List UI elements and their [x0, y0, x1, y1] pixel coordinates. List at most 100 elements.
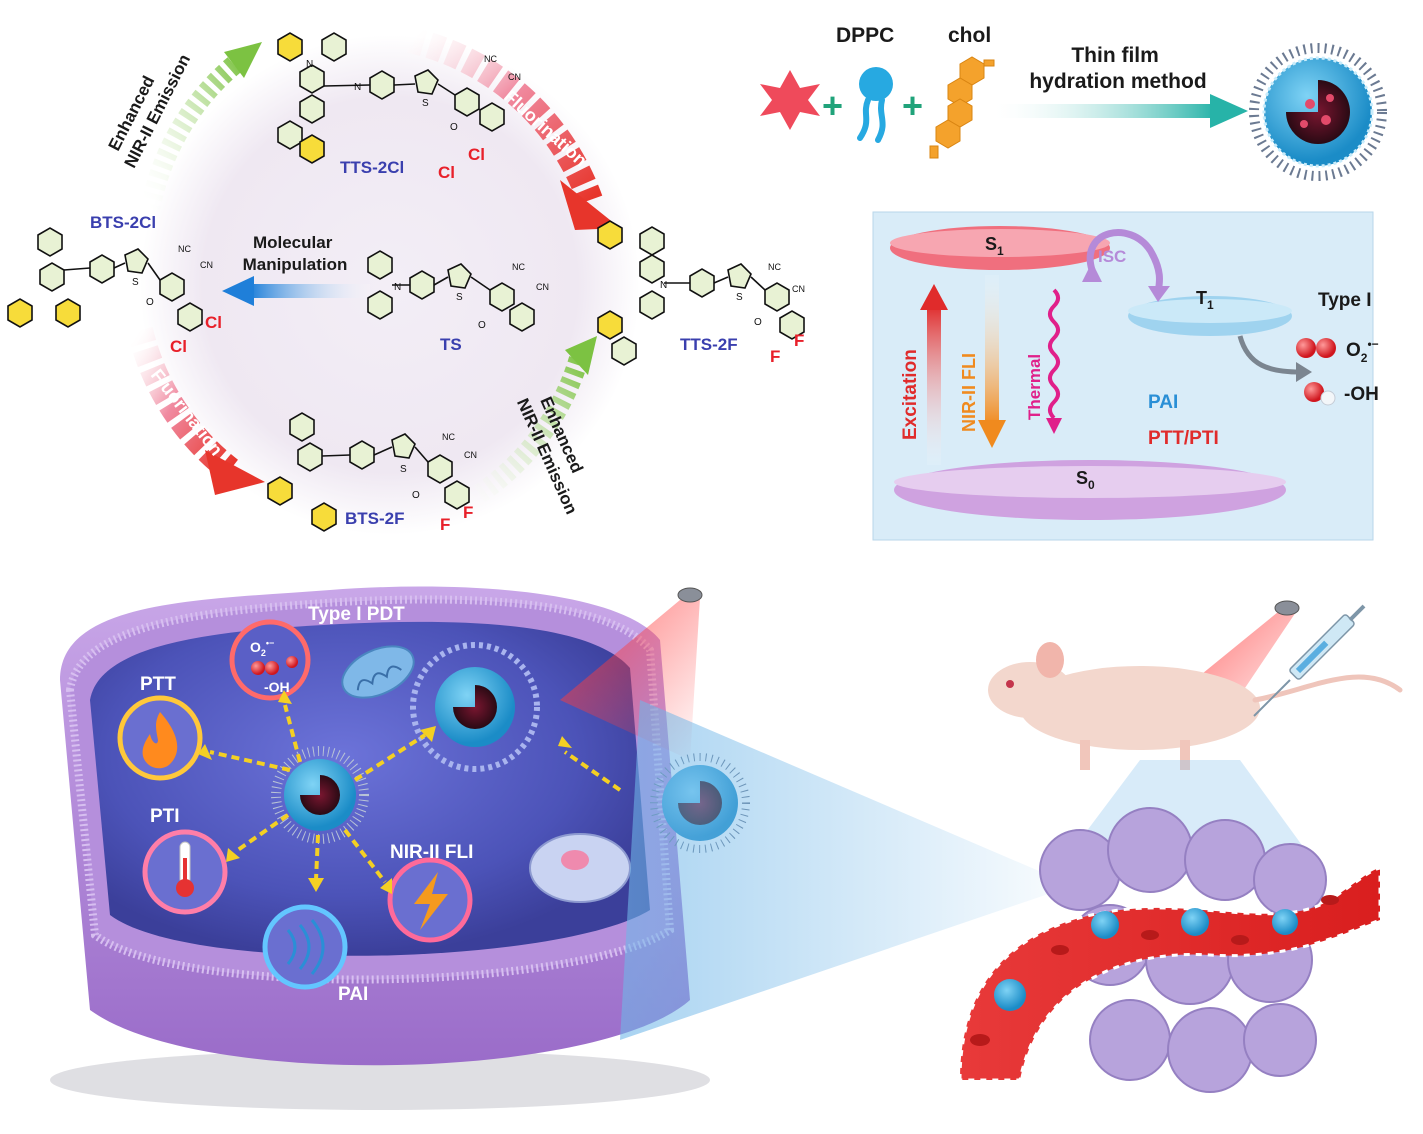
bts-2f-halogen-1: F — [440, 515, 450, 534]
tts-2cl-label: TTS-2Cl — [340, 158, 404, 177]
red-blood-cells — [970, 895, 1339, 1046]
tts-2f-o-atom: O — [754, 317, 762, 328]
t1-label: T1 — [1196, 288, 1214, 312]
laser-emitter-mouse — [1274, 600, 1300, 616]
bts-2f-cn-atom: CN — [464, 450, 477, 460]
in-vivo-scene — [958, 600, 1403, 1093]
fli-arrowhead — [978, 420, 1006, 448]
zoom-cone — [620, 700, 1060, 1040]
chol-label: chol — [948, 24, 991, 47]
plus-sign-1: + — [822, 85, 843, 126]
laser-emitter-cell — [677, 587, 703, 603]
enhanced-arrowhead-top — [224, 42, 262, 78]
tts-2f-halogen-1: F — [770, 347, 780, 366]
tts-2cl-nc-atom: NC — [484, 54, 497, 64]
excitation-arrowhead — [920, 284, 948, 310]
pai-cell-label: PAI — [338, 984, 368, 1005]
hydroxyl-label: -OH — [1344, 384, 1379, 405]
bts-2cl-o-atom: O — [146, 297, 154, 308]
enhanced-arrow-bottom — [464, 352, 590, 509]
molecule-ts — [367, 250, 535, 332]
isc-arrow — [1086, 229, 1164, 293]
isc-arrowhead-2 — [1082, 262, 1102, 282]
vessel-nanoparticles — [994, 908, 1298, 1011]
molecular-manipulation-label: Molecular Manipulation — [243, 233, 348, 274]
hydration-arrow — [995, 104, 1215, 118]
bts-2cl-halogen-1: Cl — [170, 337, 187, 356]
ts-nc-atom: NC — [512, 262, 525, 272]
ts-label: TS — [440, 335, 462, 354]
superoxide-dot-1 — [1296, 338, 1316, 358]
thermal-arrowhead — [1046, 418, 1062, 434]
tts-2f-s-atom: S — [736, 292, 743, 303]
pai-label: PAI — [1148, 392, 1178, 413]
isc-label: ISC — [1098, 247, 1126, 266]
fluorination-arrowhead-right — [560, 180, 620, 230]
s1-label: S1 — [985, 234, 1004, 258]
nanoparticle-preparation: + DPPC + chol Thin film hydration method — [760, 24, 1387, 181]
tts-2f-nc-atom: NC — [768, 262, 781, 272]
excitation-label: Excitation — [900, 349, 921, 440]
tts-2cl-halogen-1: Cl — [438, 163, 455, 182]
molecule-tts-2cl — [277, 32, 505, 164]
thermal-label: Thermal — [1025, 354, 1044, 420]
molecule-tts-2f — [597, 220, 805, 366]
tts-2f-cn-atom: CN — [792, 284, 805, 294]
superoxide-label: O2•− — [1346, 337, 1379, 365]
cell-shadow — [50, 1050, 710, 1110]
molecule-bts-2f — [267, 412, 470, 532]
type1-arrow — [1237, 335, 1301, 375]
tts-2cl-n-atom: N — [306, 59, 313, 70]
hydroxyl-dot-1 — [1304, 382, 1324, 402]
bts-2f-o-atom: O — [412, 490, 420, 501]
fluorination-arrowhead-left — [205, 450, 265, 495]
fluorination-arrow-right — [407, 27, 603, 205]
bts-2f-halogen-2: F — [463, 503, 473, 522]
sound-wave-icon — [286, 919, 325, 975]
ptt-pti-label: PTT/PTI — [1148, 428, 1219, 449]
bts-2f-label: BTS-2F — [345, 509, 405, 528]
plus-sign-2: + — [902, 85, 923, 126]
fli-arrow — [985, 275, 999, 425]
tts-2cl-n-atom-2: N — [354, 82, 361, 93]
cell-therapy-scene: O2•− -OH Type I PDT PTT PTI PAI NIR-II F… — [50, 586, 1060, 1110]
type1-label: Type I — [1318, 290, 1372, 311]
organelle-icon — [529, 833, 631, 903]
bts-2cl-s-atom: S — [132, 277, 139, 288]
dppc-lipid-icon — [857, 67, 893, 143]
hydroxyl-dot-2 — [1320, 390, 1336, 406]
mitochondria-icon — [341, 645, 415, 699]
ts-s-atom: S — [456, 292, 463, 303]
molecular-manipulation-arrow — [250, 284, 370, 298]
dppc-label: DPPC — [836, 24, 894, 47]
bts-2cl-label: BTS-2Cl — [90, 213, 156, 232]
superoxide-dot-2 — [1316, 338, 1336, 358]
liposome-nanoparticle — [1249, 43, 1387, 181]
enhanced-arrowhead-bottom — [565, 336, 597, 375]
thermal-arrow — [1048, 288, 1060, 420]
isc-arrowhead-1 — [1148, 286, 1170, 302]
tts-2cl-o-atom: O — [450, 122, 458, 133]
mouse-icon — [988, 642, 1403, 770]
tts-2f-label: TTS-2F — [680, 335, 738, 354]
molecular-manipulation-arrowhead — [222, 276, 254, 306]
ts-cn-atom: CN — [536, 282, 549, 292]
tts-2cl-cn-atom: CN — [508, 72, 521, 82]
ptt-label: PTT — [140, 674, 176, 695]
oh-label-cell: -OH — [264, 679, 290, 695]
molecule-star-icon — [760, 70, 820, 130]
type1-pdt-label: Type I PDT — [308, 604, 405, 625]
molecule-bts-2cl — [7, 227, 203, 332]
method-label: Thin film hydration method — [1029, 44, 1206, 93]
cholesterol-icon — [929, 56, 995, 159]
bts-2cl-nc-atom: NC — [178, 244, 191, 254]
jablonski-panel: S1 T1 S0 ISC Excitation NIR-II FLI Therm… — [872, 211, 1379, 541]
type1-pdt-bubble — [229, 619, 311, 701]
central-nanoparticle — [271, 746, 369, 844]
release-arrowheads — [198, 690, 572, 894]
tts-2cl-halogen-2: Cl — [468, 145, 485, 164]
hydration-arrowhead — [1210, 94, 1248, 128]
o2-label-cell: O2•− — [250, 638, 274, 658]
release-arrows — [209, 704, 622, 884]
